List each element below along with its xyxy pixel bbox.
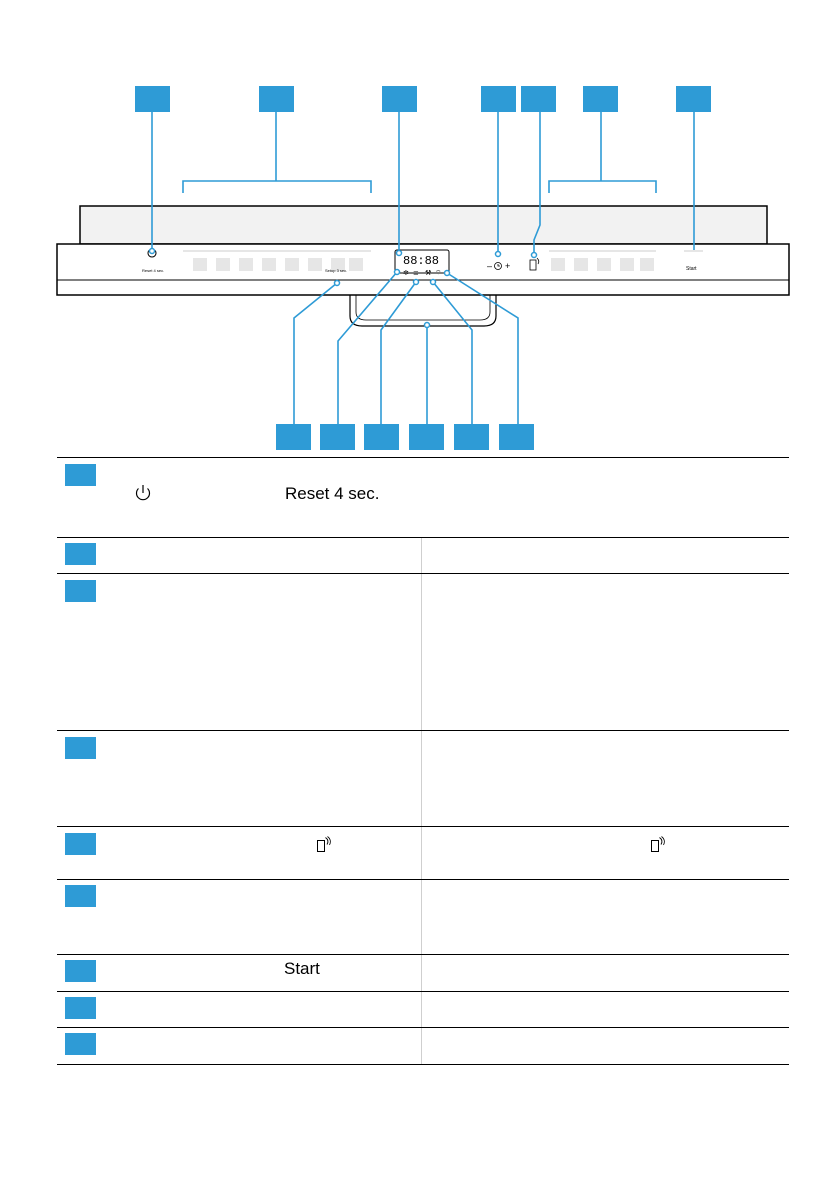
bottom-leader-dots <box>333 268 451 329</box>
callout-top-7 <box>676 86 711 112</box>
clock-icon <box>494 262 502 270</box>
remote-start-icon[interactable] <box>529 257 540 271</box>
table-rule <box>57 954 789 955</box>
row-1-label: Reset 4 sec. <box>285 484 380 503</box>
column-separator <box>421 880 422 954</box>
program-button[interactable] <box>239 258 253 271</box>
row-marker <box>65 464 96 486</box>
door-top-panel <box>79 205 768 245</box>
handle-recess <box>349 295 497 327</box>
row-marker <box>65 580 96 602</box>
table-rule <box>57 991 789 992</box>
program-button[interactable] <box>216 258 230 271</box>
display-digits: 88:88 <box>403 254 439 268</box>
control-panel-diagram: Reset 4 sec. Setup 3 sec. 88:88 ✲ ≡ ⚒ ⌔ … <box>56 86 790 450</box>
table-rule <box>57 879 789 880</box>
service-icon: ⚒ <box>425 269 431 277</box>
callout-bottom-3 <box>364 424 399 450</box>
timer-plus[interactable]: + <box>505 261 510 271</box>
callout-bottom-5 <box>454 424 489 450</box>
callout-top-4 <box>481 86 516 112</box>
callout-bottom-6 <box>499 424 534 450</box>
callout-top-1 <box>135 86 170 112</box>
row-marker <box>65 1033 96 1055</box>
column-separator <box>421 574 422 730</box>
option-button[interactable] <box>620 258 634 271</box>
program-buttons-left <box>193 258 363 271</box>
table-rule <box>57 826 789 827</box>
table-rule <box>57 1064 789 1065</box>
table-rule <box>57 730 789 731</box>
power-icon <box>135 485 151 501</box>
option-button[interactable] <box>574 258 588 271</box>
rinse-aid-icon: ✲ <box>403 269 409 277</box>
option-buttons-right <box>551 258 654 271</box>
handle-recess-inner <box>355 295 491 321</box>
table-rule <box>57 573 789 574</box>
column-separator <box>421 1028 422 1064</box>
option-button[interactable] <box>551 258 565 271</box>
top-leader-dots <box>148 247 538 259</box>
wifi-icon: ⌔ <box>435 269 442 277</box>
callout-top-2 <box>259 86 294 112</box>
option-button[interactable] <box>597 258 611 271</box>
callout-bottom-1 <box>276 424 311 450</box>
display <box>394 249 450 274</box>
row-marker <box>65 833 96 855</box>
program-button[interactable] <box>349 258 363 271</box>
program-button[interactable] <box>285 258 299 271</box>
callout-bottom-4 <box>409 424 444 450</box>
row-marker <box>65 737 96 759</box>
column-separator <box>421 538 422 573</box>
option-button[interactable] <box>640 258 654 271</box>
row-marker <box>65 885 96 907</box>
table-rule <box>57 1027 789 1028</box>
callout-top-5 <box>521 86 556 112</box>
top-leader-lines <box>151 112 695 255</box>
column-separator <box>421 955 422 991</box>
table-rule <box>57 457 789 458</box>
setup-label: Setup 3 sec. <box>325 268 347 273</box>
column-separator <box>421 731 422 826</box>
salt-icon: ≡ <box>413 269 419 277</box>
callout-top-3 <box>382 86 417 112</box>
column-separator <box>421 827 422 879</box>
timer-minus[interactable]: – <box>487 261 492 271</box>
callout-top-6 <box>583 86 618 112</box>
row-marker <box>65 997 96 1019</box>
callout-bottom-2 <box>320 424 355 450</box>
program-button[interactable] <box>308 258 322 271</box>
column-separator <box>421 992 422 1027</box>
reset-label: Reset 4 sec. <box>142 268 164 273</box>
program-button[interactable] <box>262 258 276 271</box>
remote-start-icon <box>317 836 331 852</box>
row-7-label: Start <box>284 959 320 978</box>
row-marker <box>65 960 96 982</box>
remote-start-icon <box>651 836 665 852</box>
table-rule <box>57 537 789 538</box>
bottom-leader-lines <box>293 271 519 424</box>
start-label[interactable]: Start <box>686 266 697 272</box>
program-button[interactable] <box>193 258 207 271</box>
program-button[interactable] <box>331 258 345 271</box>
row-marker <box>65 543 96 565</box>
